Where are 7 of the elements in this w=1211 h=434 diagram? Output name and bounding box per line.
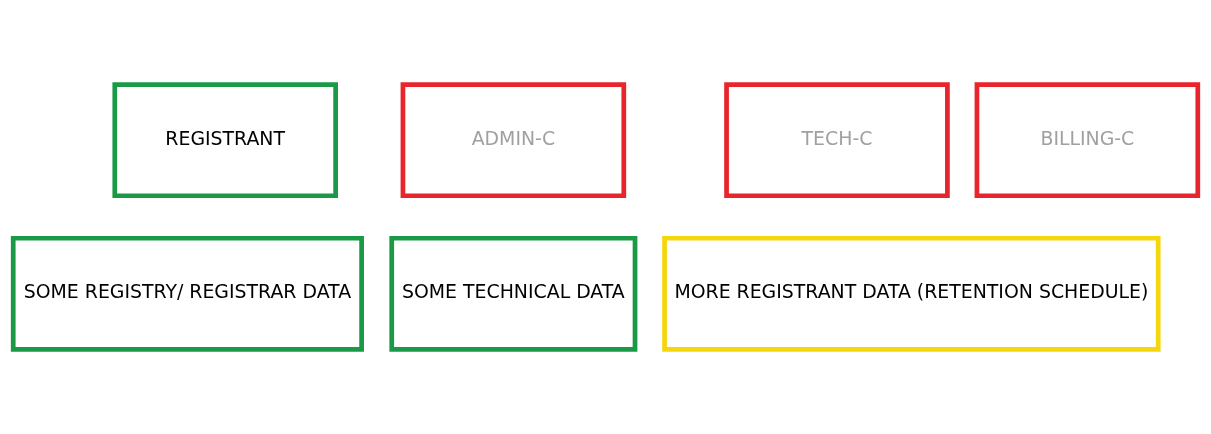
node-box: SOME TECHNICAL DATA bbox=[389, 235, 638, 352]
node-box: MORE REGISTRANT DATA (RETENTION SCHEDULE) bbox=[662, 235, 1161, 352]
node-box: BILLING-C bbox=[974, 82, 1201, 199]
node-box: TECH-C bbox=[724, 82, 950, 199]
node-box: ADMIN-C bbox=[400, 82, 627, 199]
node-box: SOME REGISTRY/ REGISTRAR DATA bbox=[10, 235, 364, 352]
node-box: REGISTRANT bbox=[112, 82, 338, 199]
